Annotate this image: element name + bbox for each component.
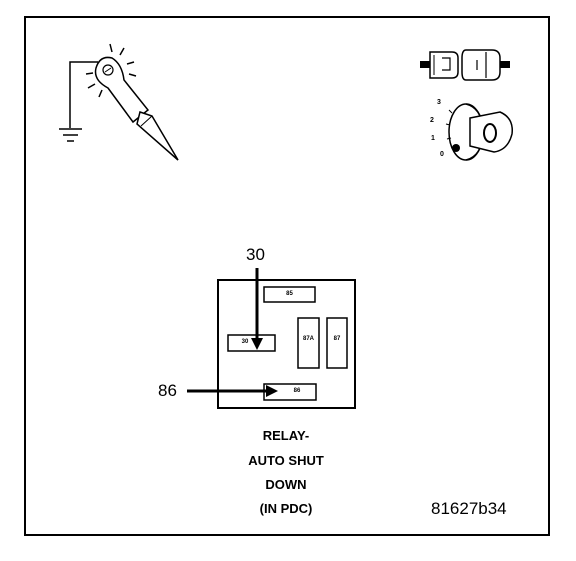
terminal-30-slot bbox=[227, 334, 276, 352]
ground-symbol-icon bbox=[59, 61, 98, 142]
ignition-key-switch-icon bbox=[445, 103, 513, 161]
terminal-85-slot bbox=[263, 286, 316, 303]
caption-line-4: (IN PDC) bbox=[259, 501, 313, 516]
figure-frame bbox=[24, 16, 550, 536]
caption-line-3: DOWN bbox=[265, 477, 307, 492]
pin-86-callout: 86 bbox=[158, 381, 177, 400]
terminal-85-label: 85 bbox=[286, 291, 293, 297]
terminal-87-slot bbox=[326, 317, 348, 369]
terminal-87a-label: 87A bbox=[302, 336, 314, 342]
unplugged-connector-icon bbox=[420, 49, 510, 81]
figure-number: 81627b34 bbox=[431, 499, 507, 518]
ignition-position-3: 3 bbox=[437, 99, 441, 106]
pin-30-callout: 30 bbox=[246, 245, 265, 264]
ignition-position-2: 2 bbox=[430, 117, 434, 124]
caption-line-1: RELAY- bbox=[262, 428, 310, 443]
pin-30-arrow bbox=[251, 268, 263, 350]
test-light-probe-icon bbox=[85, 43, 179, 161]
ignition-position-1: 1 bbox=[431, 135, 435, 142]
terminal-30-label: 30 bbox=[241, 339, 249, 345]
terminal-87-label: 87 bbox=[333, 336, 341, 342]
caption-line-2: AUTO SHUT bbox=[248, 453, 324, 468]
terminal-87a-slot bbox=[297, 317, 320, 369]
terminal-86-label: 86 bbox=[293, 388, 301, 394]
ignition-position-0: 0 bbox=[440, 151, 444, 158]
pin-86-arrow bbox=[187, 385, 278, 397]
